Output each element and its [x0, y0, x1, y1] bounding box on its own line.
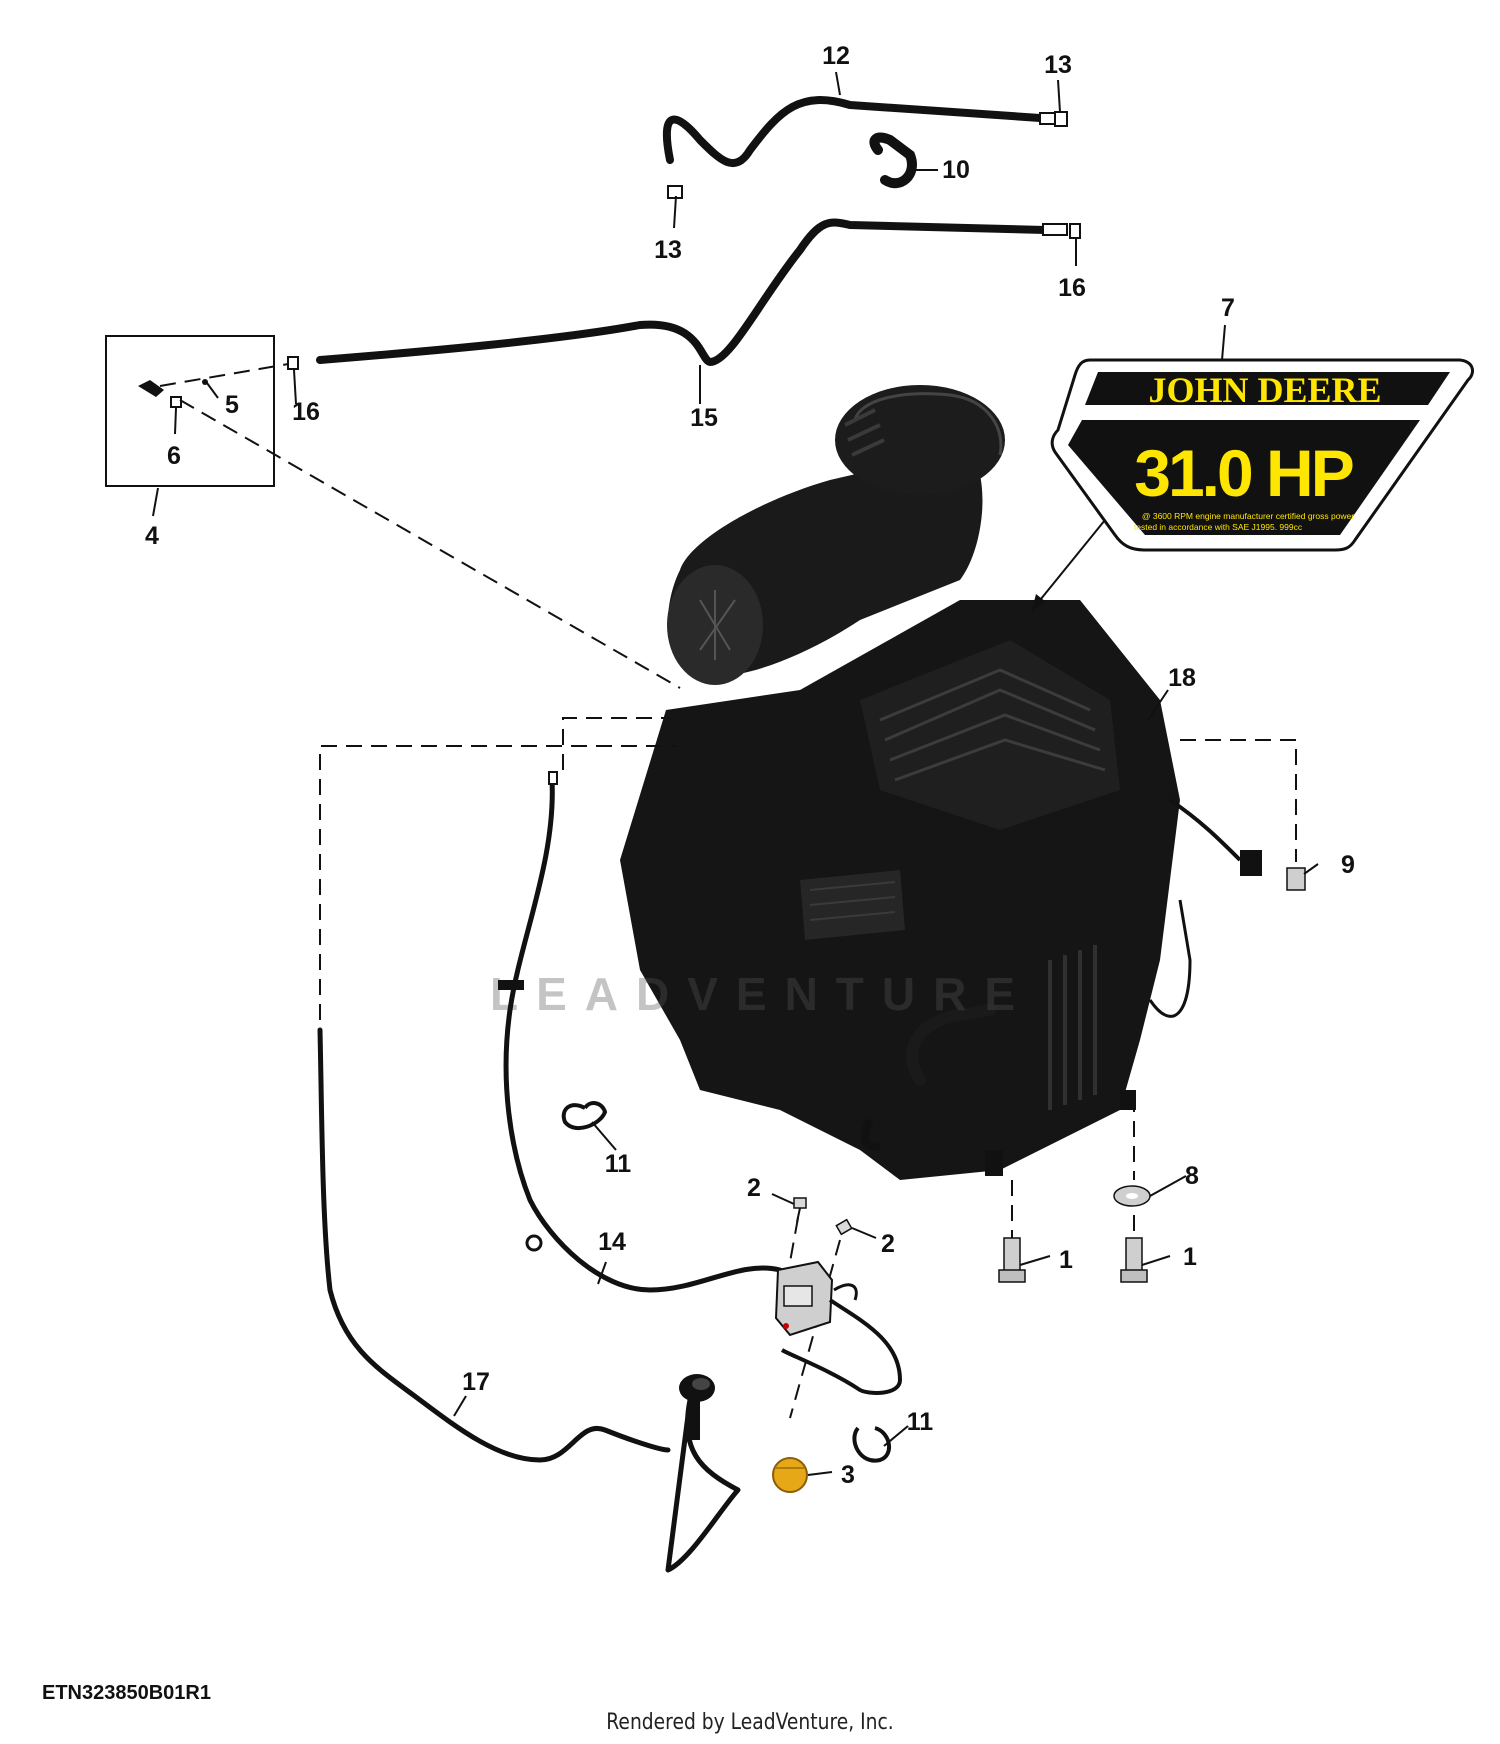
kit-box-4: [105, 335, 301, 487]
callout-17: 17: [462, 1368, 490, 1396]
callout-1-left: 1: [1059, 1246, 1073, 1274]
callout-7: 7: [1221, 294, 1235, 322]
cable-tie-11-upper[interactable]: [561, 1101, 608, 1130]
hose-12[interactable]: [662, 96, 1065, 167]
callout-12: 12: [822, 42, 850, 70]
assembly-line-14: [562, 717, 670, 770]
callout-2-left: 2: [747, 1174, 761, 1202]
engine-body[interactable]: [620, 385, 1262, 1180]
assembly-line-3: [789, 1239, 841, 1419]
callout-6: 6: [167, 442, 181, 470]
watermark: LEADVENTURE: [490, 968, 1033, 1020]
decal-7[interactable]: JOHN DEERE 31.0 HP @ 3600 RPM engine man…: [1050, 358, 1474, 552]
callout-16-left: 16: [292, 398, 320, 426]
assembly-line-17: [319, 745, 676, 1020]
cable-tie-11-lower[interactable]: [852, 1426, 891, 1463]
bolt-2-left[interactable]: [793, 1197, 807, 1223]
assembly-line-4: [179, 399, 681, 689]
decal-fineprint-1: @ 3600 RPM engine manufacturer certified…: [1142, 511, 1354, 521]
callout-16-right: 16: [1058, 274, 1086, 302]
washer-8[interactable]: [1113, 1185, 1151, 1207]
callout-14: 14: [598, 1228, 626, 1256]
bolt-1-right[interactable]: [1120, 1237, 1148, 1283]
callout-9: 9: [1341, 851, 1355, 879]
arrow-decal: [1032, 594, 1046, 610]
callout-18: 18: [1168, 664, 1196, 692]
drain-valve-bracket[interactable]: [774, 1260, 903, 1395]
callout-2-right: 2: [881, 1230, 895, 1258]
bolt-2-right[interactable]: [835, 1218, 853, 1236]
hose-14[interactable]: [498, 771, 783, 1293]
decal-fineprint-2: tested in accordance with SAE J1995. 999…: [1134, 522, 1303, 532]
hose-clamp-16-right[interactable]: [1069, 223, 1081, 239]
decal-brand: JOHN DEERE: [1148, 370, 1381, 410]
diagram-code: ETN323850B01R1: [42, 1682, 211, 1704]
hose-clamp-13-right[interactable]: [1054, 111, 1068, 127]
callout-10: 10: [942, 156, 970, 184]
callout-3: 3: [841, 1461, 855, 1489]
assembly-line-9: [1180, 739, 1297, 862]
bolt-1-left[interactable]: [998, 1237, 1026, 1283]
callout-1-right: 1: [1183, 1243, 1197, 1271]
callout-11-upper: 11: [605, 1150, 632, 1178]
rendered-by: Rendered by LeadVenture, Inc.: [606, 1710, 894, 1735]
callout-11-lower: 11: [907, 1408, 934, 1436]
callout-8: 8: [1185, 1162, 1199, 1190]
bolt-9[interactable]: [1286, 867, 1306, 891]
drain-cap-3[interactable]: [772, 1457, 808, 1493]
p-clamp-10[interactable]: [869, 132, 917, 189]
hose-17[interactable]: [317, 1027, 741, 1573]
assembly-line-2a: [789, 1217, 799, 1263]
callout-4: 4: [145, 522, 159, 550]
callout-13-left: 13: [654, 236, 682, 264]
callout-15: 15: [690, 404, 718, 432]
hose-15[interactable]: [316, 218, 1068, 366]
callout-13-top: 13: [1044, 51, 1072, 79]
callout-5: 5: [225, 391, 239, 419]
decal-rating: 31.0 HP: [1134, 436, 1352, 510]
leader-decal-to-engine: [1031, 519, 1106, 611]
leader-lines: [152, 71, 1319, 1476]
